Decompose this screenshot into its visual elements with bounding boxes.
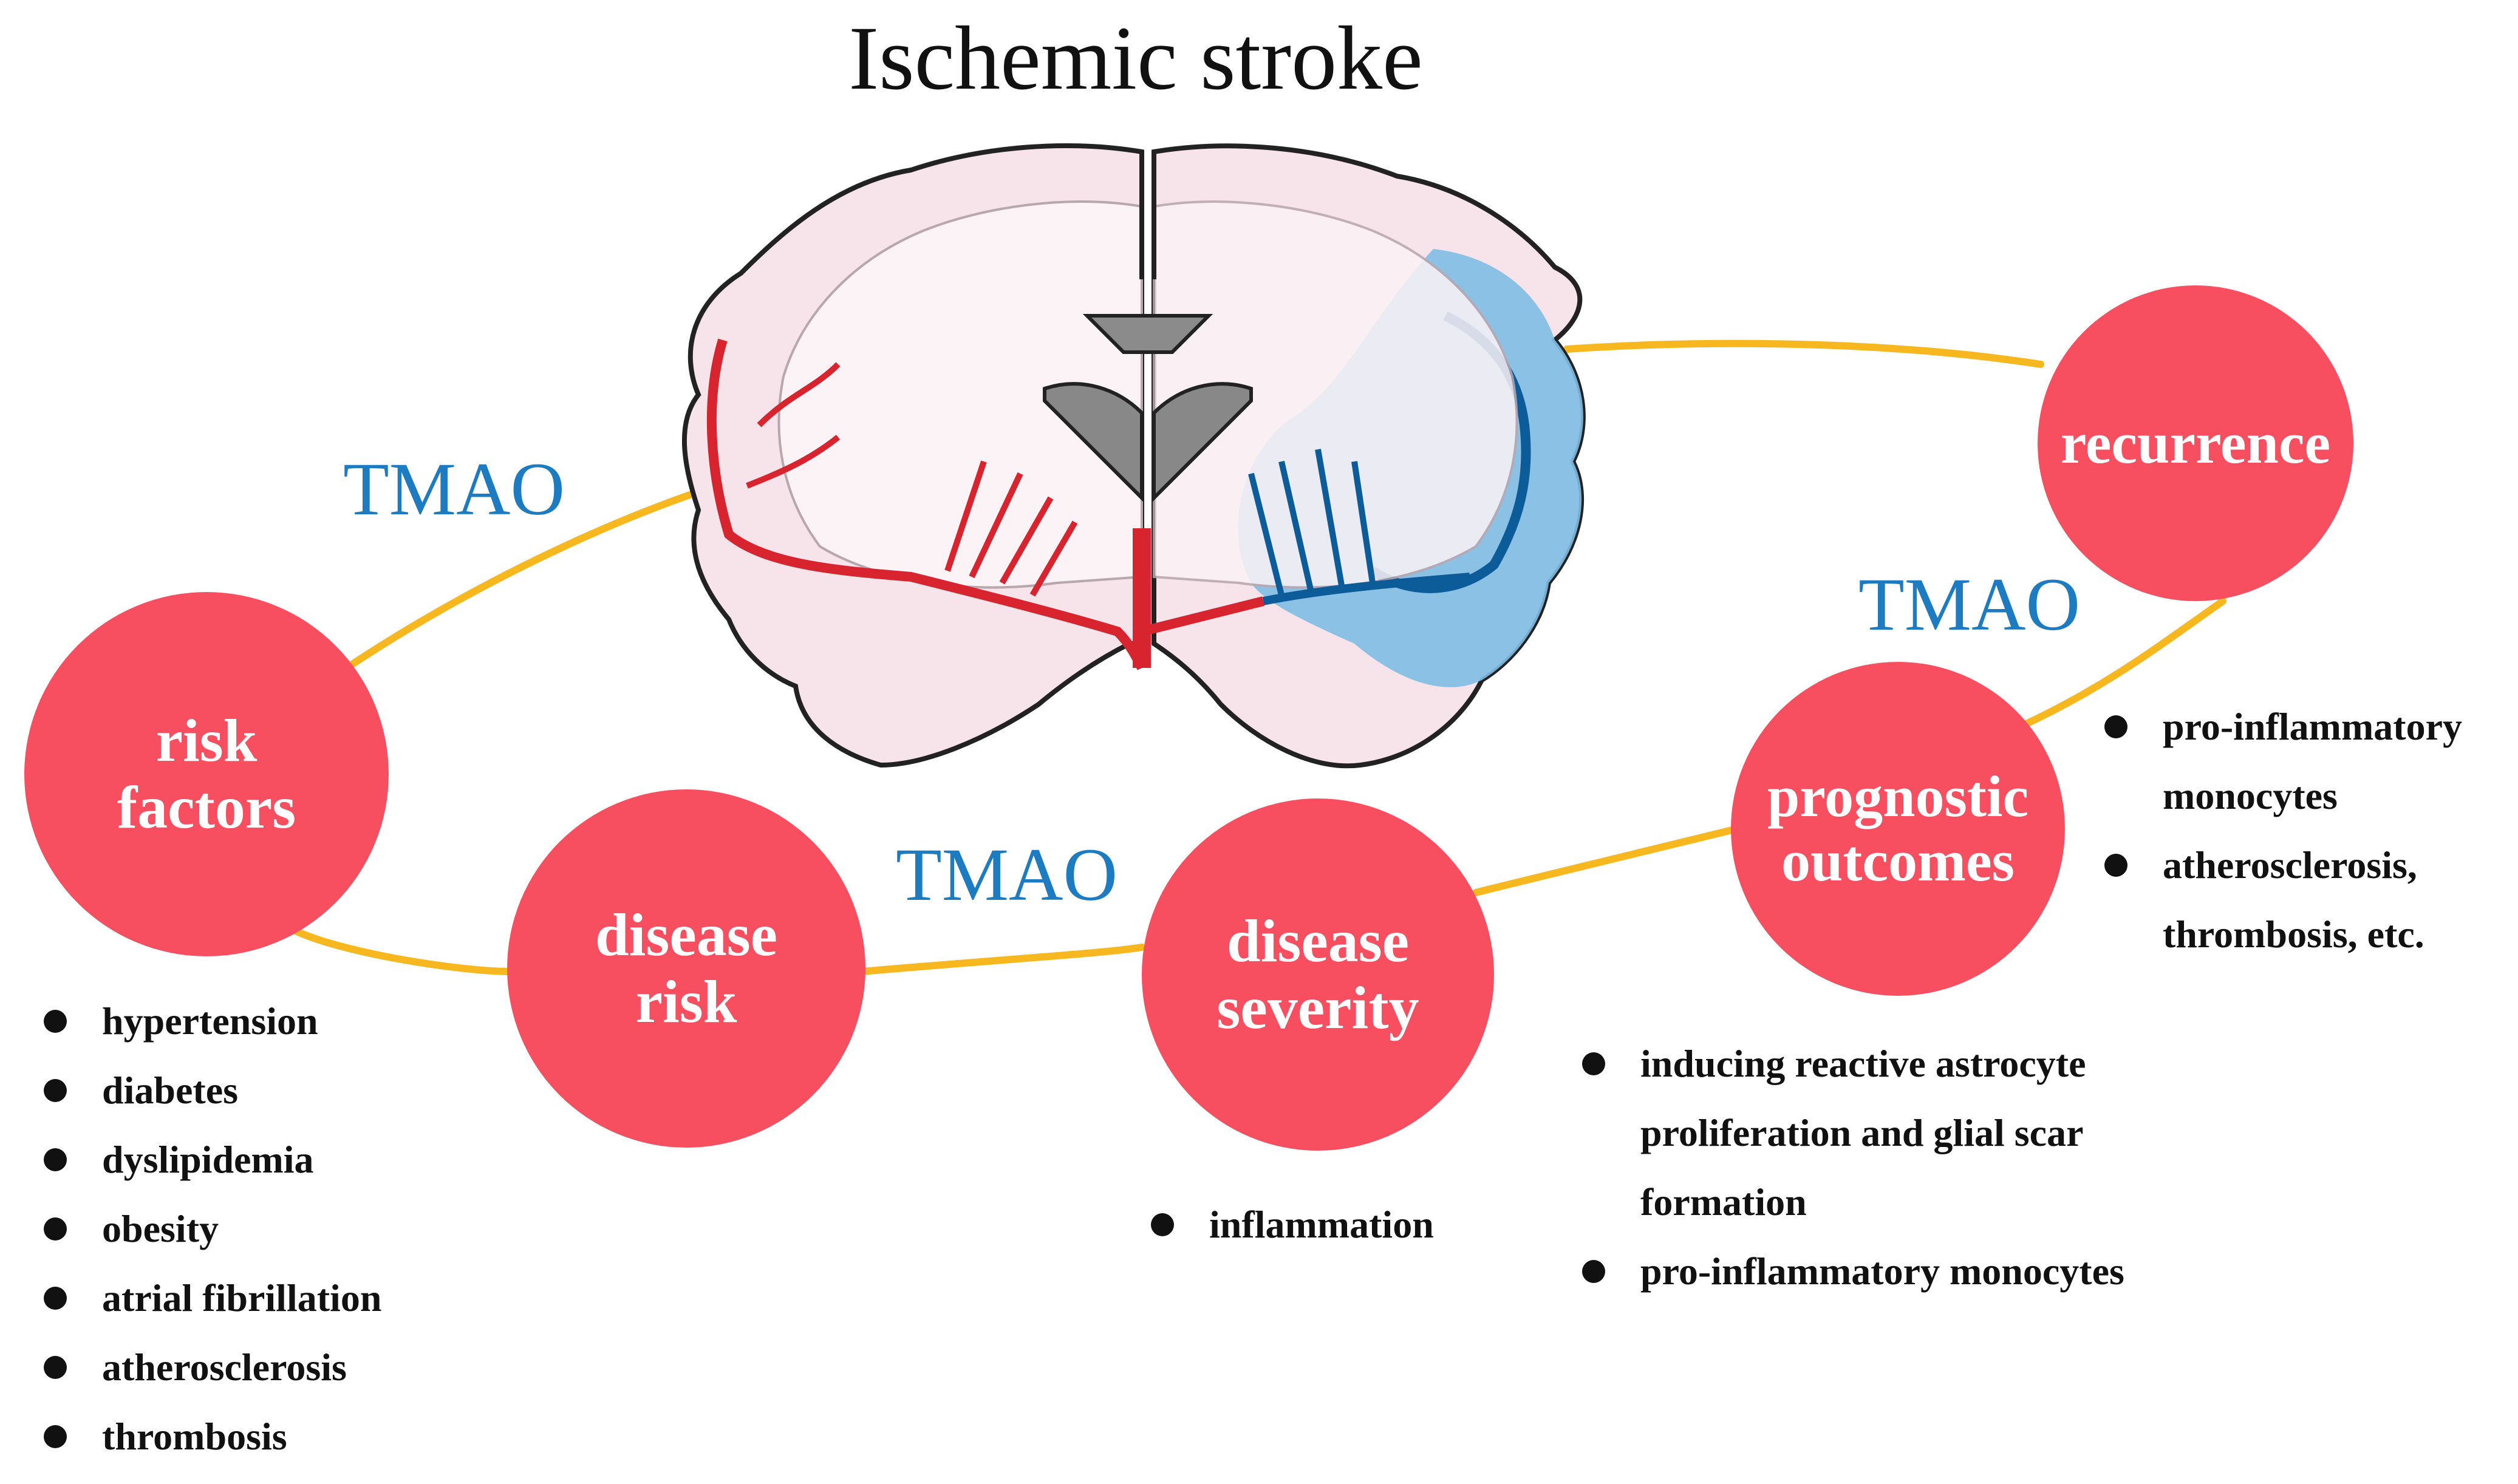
list-item: hypertension	[44, 987, 530, 1056]
list-item: dyslipidemia	[44, 1125, 530, 1194]
diagram-title: Ischemic stroke	[848, 8, 1423, 109]
tmao-label-bottom: TMAO	[896, 833, 1118, 916]
list-item: obesity	[44, 1194, 530, 1264]
node-label: risk	[635, 968, 737, 1035]
brain-coronal-section-icon	[681, 143, 1586, 769]
node-label: severity	[1216, 974, 1419, 1041]
node-disease-severity: disease severity	[1142, 798, 1494, 1151]
node-label: factors	[117, 774, 296, 841]
connector-path	[203, 339, 2226, 975]
node-label: risk	[155, 707, 258, 774]
node-disease-risk: disease risk	[507, 789, 865, 1148]
disease-severity-list: inflammation	[1151, 1190, 1576, 1259]
list-item: pro-inflammatory monocytes	[2104, 692, 2505, 831]
node-prognostic-outcomes: prognostic outcomes	[1731, 662, 2065, 996]
list-item: inducing reactive astrocyte proliferatio…	[1582, 1029, 2208, 1237]
list-item: atherosclerosis, thrombosis, etc.	[2104, 831, 2505, 969]
risk-factors-list: hypertension diabetes dyslipidemia obesi…	[44, 987, 530, 1471]
list-item: atrial fibrillation	[44, 1264, 530, 1333]
node-risk-factors: risk factors	[24, 592, 389, 956]
list-item: diabetes	[44, 1056, 530, 1125]
list-item: thrombosis	[44, 1402, 530, 1471]
tmao-label-right: TMAO	[1858, 563, 2081, 646]
tmao-label-left: TMAO	[343, 448, 565, 531]
node-recurrence: recurrence	[2038, 285, 2353, 601]
node-label: prognostic	[1767, 764, 2029, 829]
node-label: outcomes	[1781, 828, 2015, 893]
prognostic-outcomes-list: inducing reactive astrocyte proliferatio…	[1582, 1029, 2208, 1306]
list-item: atherosclerosis	[44, 1333, 530, 1402]
node-label: disease	[595, 901, 777, 968]
list-item: pro-inflammatory monocytes	[1582, 1237, 2208, 1306]
node-label: recurrence	[2060, 410, 2331, 476]
recurrence-list: pro-inflammatory monocytes atheroscleros…	[2104, 692, 2505, 969]
node-label: disease	[1227, 907, 1409, 975]
list-item: inflammation	[1151, 1190, 1576, 1259]
